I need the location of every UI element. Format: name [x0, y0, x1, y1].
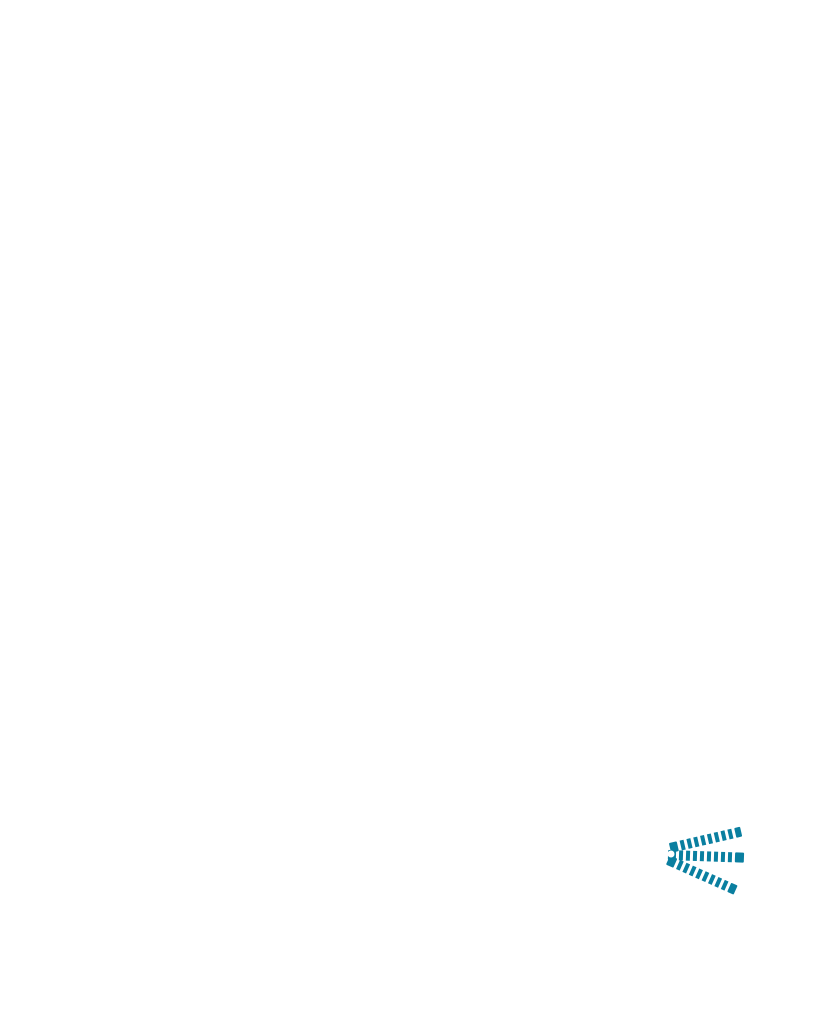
color-swatch-fan-icon	[660, 822, 750, 896]
